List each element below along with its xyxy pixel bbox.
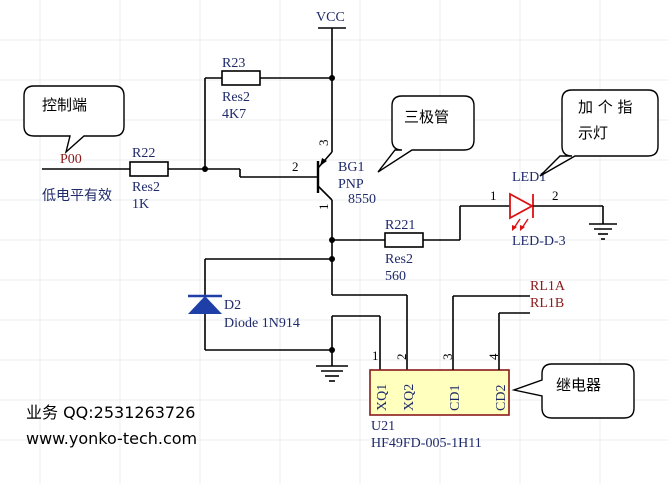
led-led1: 1 2 LED1 LED-D-3 bbox=[490, 170, 617, 249]
active-low-note: 低电平有效 bbox=[42, 188, 112, 204]
bg1-value: 8550 bbox=[348, 192, 376, 207]
r221-value: 560 bbox=[385, 269, 406, 284]
u21-pin-2-name: XQ2 bbox=[402, 384, 417, 411]
vcc-rail: VCC bbox=[316, 10, 346, 142]
u21-ref: U21 bbox=[371, 419, 395, 434]
callout-relay: 继电器 bbox=[511, 363, 635, 419]
indicator-note-line1: 加 个 指 bbox=[578, 98, 633, 116]
bg1-pin-base: 2 bbox=[292, 159, 299, 174]
led1-pin-anode: 1 bbox=[490, 188, 497, 203]
footer-site: www.yonko-tech.com bbox=[26, 429, 197, 448]
u21-pin-1-num: 1 bbox=[372, 348, 379, 363]
callout-control: 控制端 bbox=[23, 85, 125, 155]
bg1-pin-collector: 1 bbox=[316, 204, 331, 211]
bg1-ref: BG1 bbox=[338, 160, 364, 175]
footer: 业务 QQ:2531263726 www.yonko-tech.com bbox=[26, 403, 197, 448]
callout-transistor: 三极管 bbox=[377, 95, 475, 173]
r23-value: 4K7 bbox=[222, 107, 246, 122]
u21-pin-3-num: 3 bbox=[440, 354, 455, 361]
transistor-note: 三极管 bbox=[404, 108, 449, 126]
footer-qq: 业务 QQ:2531263726 bbox=[26, 403, 195, 422]
r22-model: Res2 bbox=[132, 180, 160, 195]
resistor-r22: P00 低电平有效 R22 Res2 1K bbox=[42, 146, 318, 212]
led1-ref: LED1 bbox=[512, 170, 546, 185]
resistor-r221: R221 Res2 560 bbox=[329, 205, 510, 284]
u21-pin-4-name: CD2 bbox=[494, 385, 509, 411]
transistor-bg1: 2 3 1 BG1 PNP 8550 bbox=[292, 140, 376, 240]
rl1b-label: RL1B bbox=[530, 296, 564, 311]
r23-model: Res2 bbox=[222, 90, 250, 105]
p00-label: P00 bbox=[60, 152, 82, 167]
vcc-label: VCC bbox=[316, 10, 345, 25]
relay-note: 继电器 bbox=[556, 376, 601, 394]
u21-model: HF49FD-005-1H11 bbox=[371, 436, 482, 451]
u21-pin-4-num: 4 bbox=[486, 353, 501, 360]
u21-pin-1-name: XQ1 bbox=[375, 384, 390, 411]
control-note: 控制端 bbox=[42, 96, 87, 114]
r22-value: 1K bbox=[132, 197, 149, 212]
r23-ref: R23 bbox=[222, 56, 245, 71]
relay-u21: RL1A RL1B 1 2 3 4 XQ1 XQ2 CD1 CD2 U21 HF… bbox=[369, 279, 566, 451]
rl1a-label: RL1A bbox=[530, 279, 566, 294]
bg1-type: PNP bbox=[338, 177, 364, 192]
u21-pin-3-name: CD1 bbox=[448, 385, 463, 411]
indicator-note-line2: 示灯 bbox=[578, 124, 608, 142]
r221-model: Res2 bbox=[385, 252, 413, 267]
d2-ref: D2 bbox=[224, 298, 241, 313]
resistor-r23: R23 Res2 4K7 bbox=[202, 56, 335, 172]
r22-ref: R22 bbox=[132, 146, 155, 161]
diode-d2: D2 Diode 1N914 bbox=[188, 240, 408, 382]
u21-pin-2-num: 2 bbox=[394, 354, 409, 361]
led1-model: LED-D-3 bbox=[512, 234, 566, 249]
r221-ref: R221 bbox=[385, 218, 415, 233]
led1-pin-cathode: 2 bbox=[552, 188, 559, 203]
callout-indicator: 加 个 指 示灯 bbox=[539, 89, 659, 177]
bg1-pin-emitter: 3 bbox=[316, 140, 331, 147]
d2-model: Diode 1N914 bbox=[224, 316, 300, 331]
